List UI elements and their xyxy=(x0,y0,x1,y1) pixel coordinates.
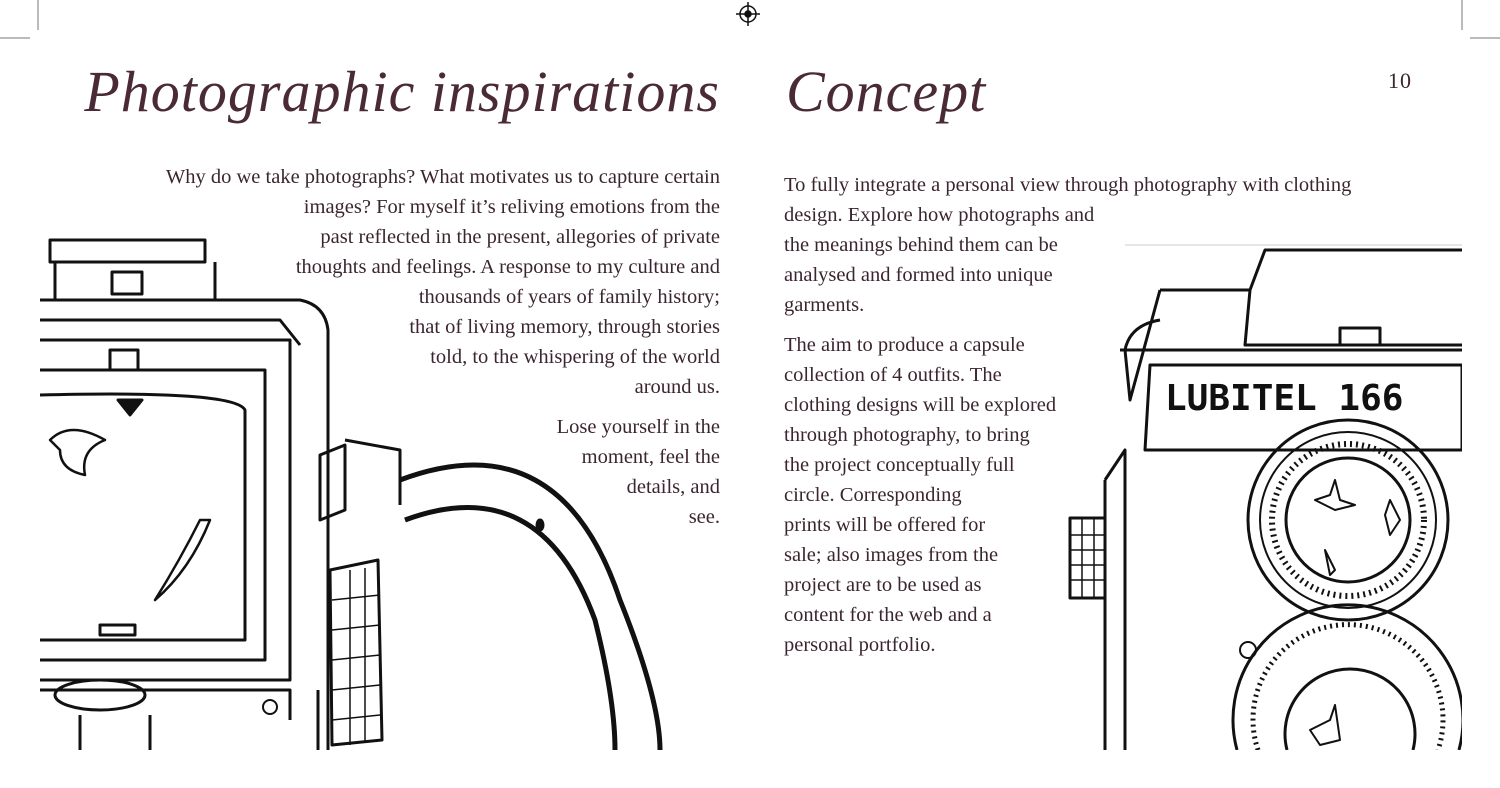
text-line: see. xyxy=(688,506,720,528)
camera-brand-label: LUBITEL 166 xyxy=(1165,378,1403,419)
text-line: circle. Corresponding xyxy=(784,484,962,506)
text-line: design. Explore how photographs and xyxy=(784,204,1095,226)
left-page-title: Photographic inspirations xyxy=(84,59,720,124)
text-line: clothing designs will be explored xyxy=(784,394,1057,416)
text-line: thoughts and feelings. A response to my … xyxy=(295,256,720,278)
text-line: prints will be offered for xyxy=(784,514,986,536)
right-paragraph-2: The aim to produce a capsule collection … xyxy=(784,330,1056,660)
text-line: sale; also images from the xyxy=(784,544,999,566)
text-line: Lose yourself in the xyxy=(556,416,720,438)
text-line: Why do we take photographs? What motivat… xyxy=(165,166,720,188)
right-page-title: Concept xyxy=(786,59,987,124)
text-line: analysed and formed into unique xyxy=(784,264,1053,286)
text-line: around us. xyxy=(634,376,720,398)
right-camera-drawing: LUBITEL 166 xyxy=(1068,244,1465,751)
text-line: collection of 4 outfits. The xyxy=(784,364,1002,386)
text-line: project are to be used as xyxy=(784,574,982,596)
text-line: garments. xyxy=(784,294,865,316)
text-line: thousands of years of family history; xyxy=(418,286,720,308)
text-line: the meanings behind them can be xyxy=(784,234,1058,256)
left-camera-drawing xyxy=(39,238,663,751)
text-line: through photography, to bring xyxy=(784,424,1030,446)
right-paragraph-1: To fully integrate a personal view throu… xyxy=(784,170,1351,320)
left-paragraph-2: Lose yourself in the moment, feel the de… xyxy=(557,412,720,532)
text-line: that of living memory, through stories xyxy=(409,316,720,338)
text-line: past reflected in the present, allegorie… xyxy=(320,226,720,248)
text-line: moment, feel the xyxy=(581,446,720,468)
text-line: content for the web and a xyxy=(784,604,992,626)
left-paragraph-1: Why do we take photographs? What motivat… xyxy=(166,162,720,402)
text-line: images? For myself it’s reliving emotion… xyxy=(303,196,720,218)
text-line: personal portfolio. xyxy=(784,634,936,656)
text-line: To fully integrate a personal view throu… xyxy=(784,174,1352,196)
text-line: details, and xyxy=(626,476,720,498)
text-line: The aim to produce a capsule xyxy=(784,334,1025,356)
text-line: the project conceptually full xyxy=(784,454,1015,476)
text-line: told, to the whispering of the world xyxy=(430,346,720,368)
page-number: 10 xyxy=(1388,68,1412,93)
